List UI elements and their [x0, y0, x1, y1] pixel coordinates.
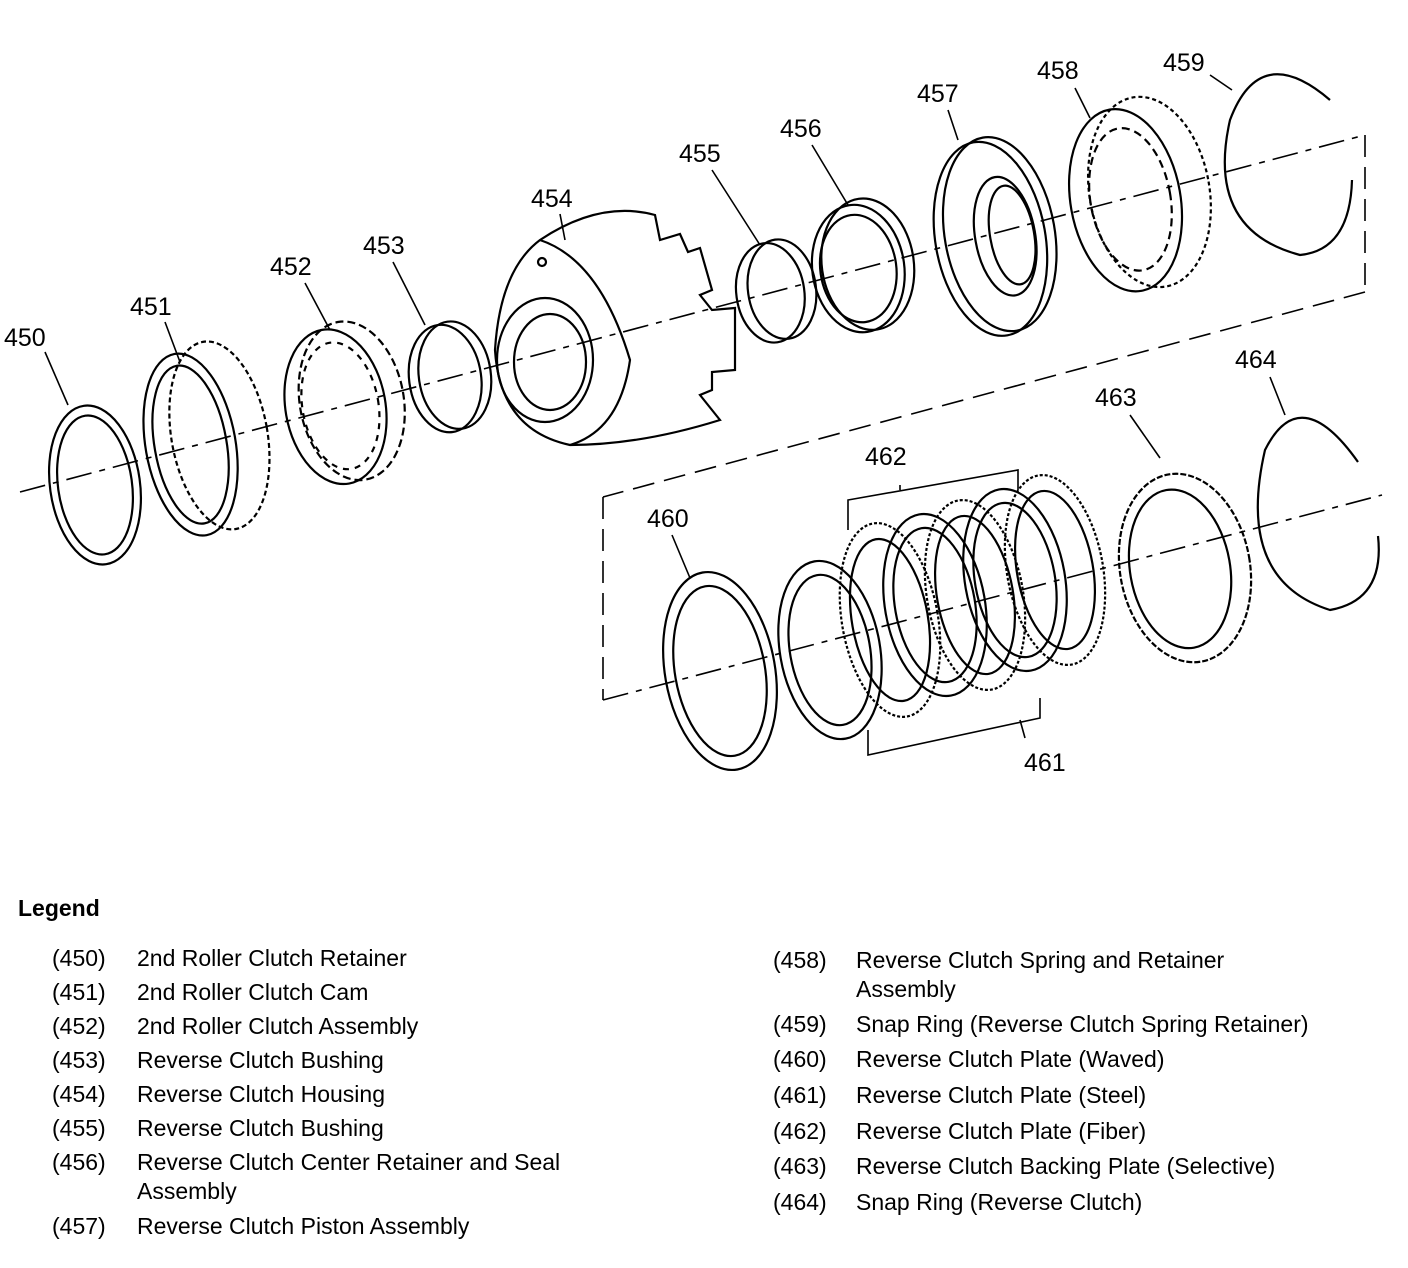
callout-462: 462 [865, 443, 907, 471]
legend-text: Reverse Clutch Plate (Waved) [856, 1046, 1165, 1072]
legend-num: (451) [52, 979, 106, 1005]
part-450-retainer [47, 404, 143, 566]
legend-text: Reverse Clutch Plate (Fiber) [856, 1118, 1147, 1144]
callout-labels: 450 451 452 453 454 455 456 457 458 459 … [4, 49, 1277, 777]
part-460-waved-plate [662, 570, 778, 772]
callout-455: 455 [679, 140, 721, 168]
callout-453: 453 [363, 232, 405, 260]
callout-464: 464 [1235, 346, 1277, 374]
callout-459: 459 [1163, 49, 1205, 77]
legend-num: (459) [773, 1011, 827, 1037]
legend-text: Reverse Clutch Bushing [137, 1047, 384, 1073]
centerline [19, 134, 1383, 701]
legend-text: Reverse Clutch Plate (Steel) [856, 1082, 1147, 1108]
part-453-bushing [407, 320, 493, 434]
assembly-frame [602, 135, 1366, 700]
part-452-roller-assembly [283, 320, 406, 486]
legend-num: (460) [773, 1046, 827, 1072]
part-451-cam [142, 340, 271, 537]
clutch-pack-461-462 [777, 473, 1107, 741]
legend-title: Legend [18, 895, 100, 921]
part-456-center-retainer [810, 197, 916, 334]
legend-text: 2nd Roller Clutch Cam [137, 979, 369, 1005]
legend-num: (464) [773, 1189, 827, 1215]
callout-452: 452 [270, 253, 312, 281]
legend-text: Reverse Clutch Center Retainer and Seal … [137, 1149, 561, 1204]
legend-text: Reverse Clutch Piston Assembly [137, 1213, 470, 1239]
callout-454: 454 [531, 185, 573, 213]
legend-num: (452) [52, 1013, 106, 1039]
legend-num: (456) [52, 1149, 106, 1175]
part-457-piston [932, 136, 1058, 337]
part-454-housing [493, 209, 737, 447]
legend-num: (457) [52, 1213, 106, 1239]
part-464-snap-ring [1256, 416, 1380, 612]
callout-463: 463 [1095, 384, 1137, 412]
legend-num: (450) [52, 945, 106, 971]
part-459-snap-ring [1223, 73, 1354, 257]
legend-text: Reverse Clutch Housing [137, 1081, 386, 1107]
legend-num: (454) [52, 1081, 106, 1107]
callout-450: 450 [4, 324, 46, 352]
legend-text: Reverse Clutch Bushing [137, 1115, 384, 1141]
legend-text: 2nd Roller Clutch Retainer [137, 945, 407, 971]
legend-num: (453) [52, 1047, 106, 1073]
legend-text: Reverse Clutch Backing Plate (Selective) [856, 1153, 1276, 1179]
callout-460: 460 [647, 505, 689, 533]
legend-text: Reverse Clutch Spring and Retainer Assem… [856, 947, 1225, 1002]
legend-text: Snap Ring (Reverse Clutch) [856, 1189, 1143, 1215]
callout-461: 461 [1024, 749, 1066, 777]
exploded-parts-diagram: 450 451 452 453 454 455 456 457 458 459 … [4, 49, 1383, 777]
part-458-spring-retainer [1067, 95, 1212, 293]
bracket-461 [867, 698, 1041, 756]
callout-456: 456 [780, 115, 822, 143]
legend-num: (455) [52, 1115, 106, 1141]
callout-457: 457 [917, 80, 959, 108]
bracket-462 [847, 469, 1019, 530]
leader-lines [44, 74, 1286, 579]
legend-num: (463) [773, 1153, 827, 1179]
legend-num: (461) [773, 1082, 827, 1108]
part-463-backing-plate [1117, 472, 1253, 664]
legend-num: (462) [773, 1118, 827, 1144]
callout-451: 451 [130, 293, 172, 321]
legend-text: Snap Ring (Reverse Clutch Spring Retaine… [856, 1011, 1309, 1037]
legend-text: 2nd Roller Clutch Assembly [137, 1013, 419, 1039]
legend-num: (458) [773, 947, 827, 973]
callout-458: 458 [1037, 57, 1079, 85]
